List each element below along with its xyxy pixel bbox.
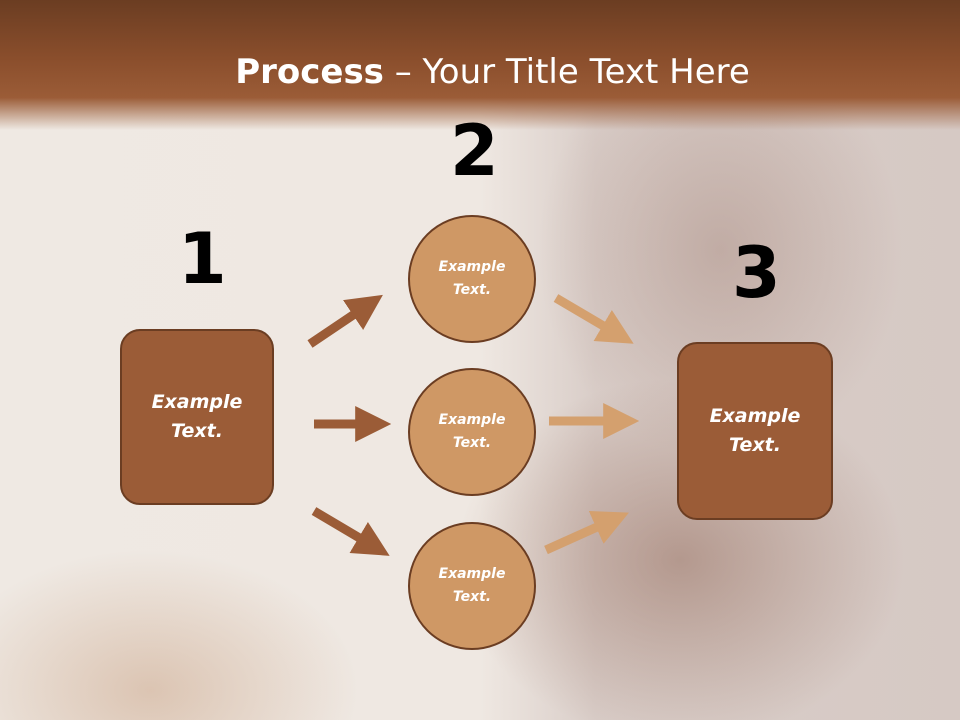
circle-bottom-line1: Example [438, 566, 506, 582]
start-box-line1: Example [151, 391, 243, 413]
end-box-line1: Example [709, 405, 801, 427]
title-rest: – Your Title Text Here [383, 52, 750, 92]
arrow-bottom-to-end [544, 511, 629, 555]
step-2-number: 2 [450, 110, 499, 192]
circle-middle: Example Text. [408, 368, 536, 496]
circle-bottom: Example Text. [408, 522, 536, 650]
circle-top-line1: Example [438, 259, 506, 275]
circle-top-line2: Text. [452, 282, 492, 298]
step-1-number: 1 [178, 218, 227, 300]
circle-top: Example Text. [408, 215, 536, 343]
circle-middle-line2: Text. [452, 435, 492, 451]
start-box-line2: Text. [171, 420, 223, 442]
arrow-top-to-end [553, 294, 634, 344]
circle-middle-line1: Example [438, 412, 506, 428]
end-box-line2: Text. [729, 434, 781, 456]
title-bold: Process [235, 52, 384, 92]
end-box: Example Text. [677, 342, 833, 520]
slide-title: Process – Your Title Text Here [0, 52, 960, 92]
start-box: Example Text. [120, 329, 274, 505]
arrow-start-to-bottom [311, 507, 390, 556]
title-band [0, 0, 960, 130]
arrow-start-to-top [307, 294, 383, 348]
circle-bottom-line2: Text. [452, 589, 492, 605]
step-3-number: 3 [732, 232, 781, 314]
